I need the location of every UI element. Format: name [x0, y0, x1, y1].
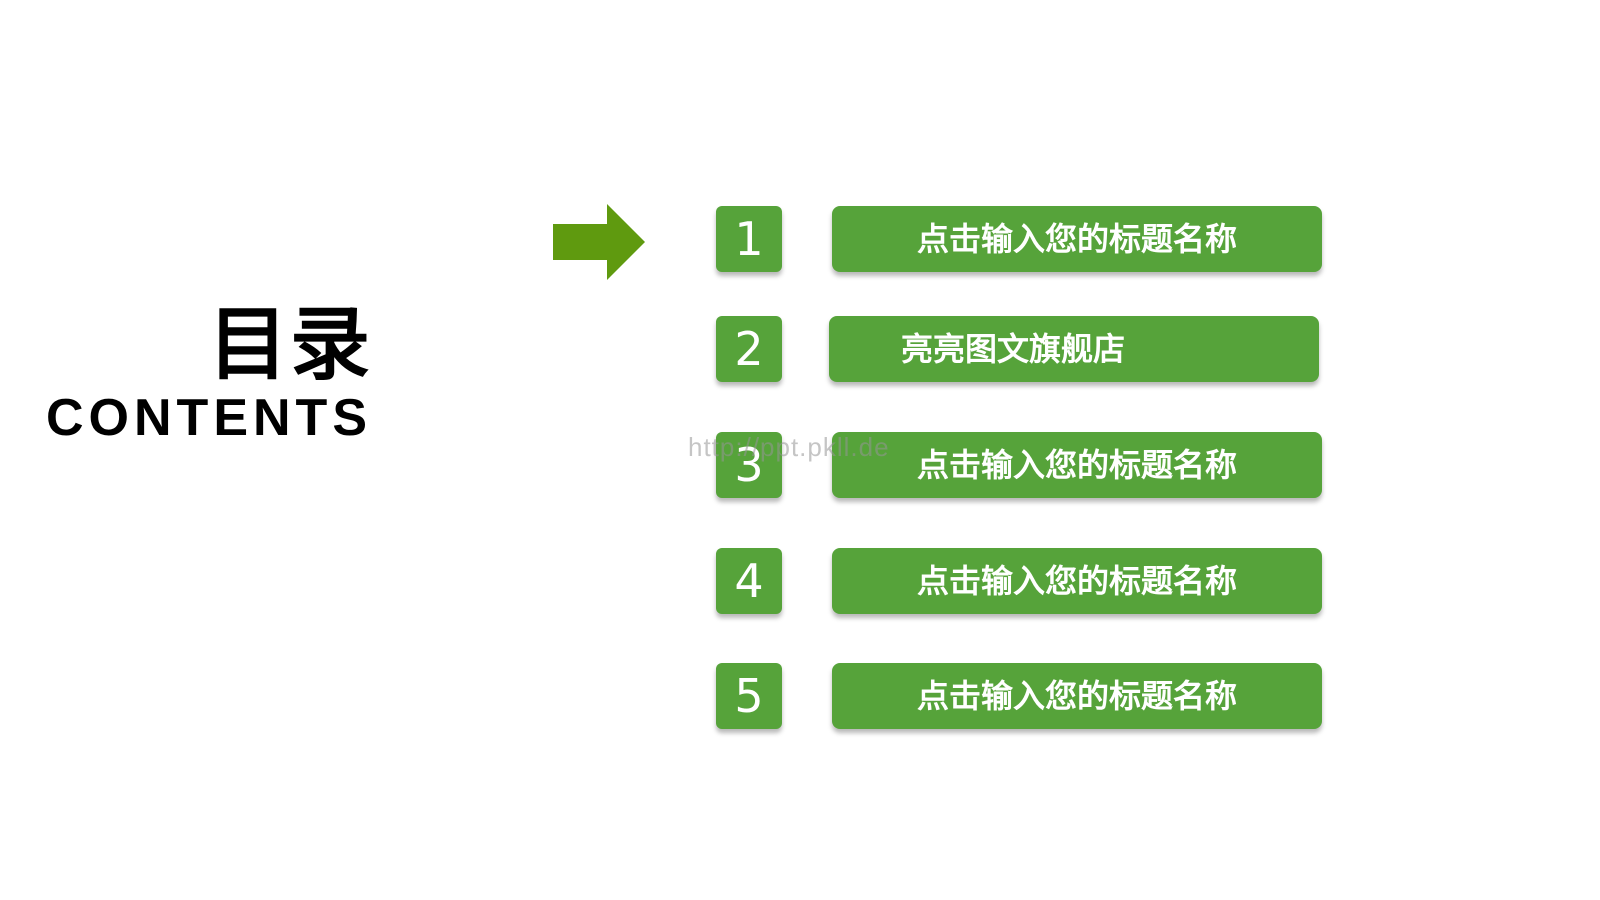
- item-number-badge: 5: [716, 663, 782, 729]
- item-title-button[interactable]: 点击输入您的标题名称: [832, 548, 1322, 614]
- list-item[interactable]: 3 点击输入您的标题名称: [0, 432, 1600, 500]
- title-block: 目录 CONTENTS: [46, 300, 372, 448]
- page-subtitle: CONTENTS: [46, 389, 372, 447]
- item-number-badge: 4: [716, 548, 782, 614]
- watermark-text: http://ppt.pkll.de: [688, 432, 890, 462]
- list-item[interactable]: 5 点击输入您的标题名称: [0, 663, 1600, 731]
- list-item[interactable]: 1 点击输入您的标题名称: [0, 206, 1600, 274]
- list-item[interactable]: 2 亮亮图文旗舰店: [0, 316, 1600, 384]
- item-title-button[interactable]: 亮亮图文旗舰店: [829, 316, 1319, 382]
- arrow-right-icon: [553, 204, 645, 280]
- item-number-badge: 1: [716, 206, 782, 272]
- item-title-button[interactable]: 点击输入您的标题名称: [832, 432, 1322, 498]
- list-item[interactable]: 4 点击输入您的标题名称: [0, 548, 1600, 616]
- item-title-button[interactable]: 点击输入您的标题名称: [832, 206, 1322, 272]
- item-title-button[interactable]: 点击输入您的标题名称: [832, 663, 1322, 729]
- page-title: 目录: [208, 298, 372, 391]
- item-number-badge: 2: [716, 316, 782, 382]
- item-number-badge: 3: [716, 432, 782, 498]
